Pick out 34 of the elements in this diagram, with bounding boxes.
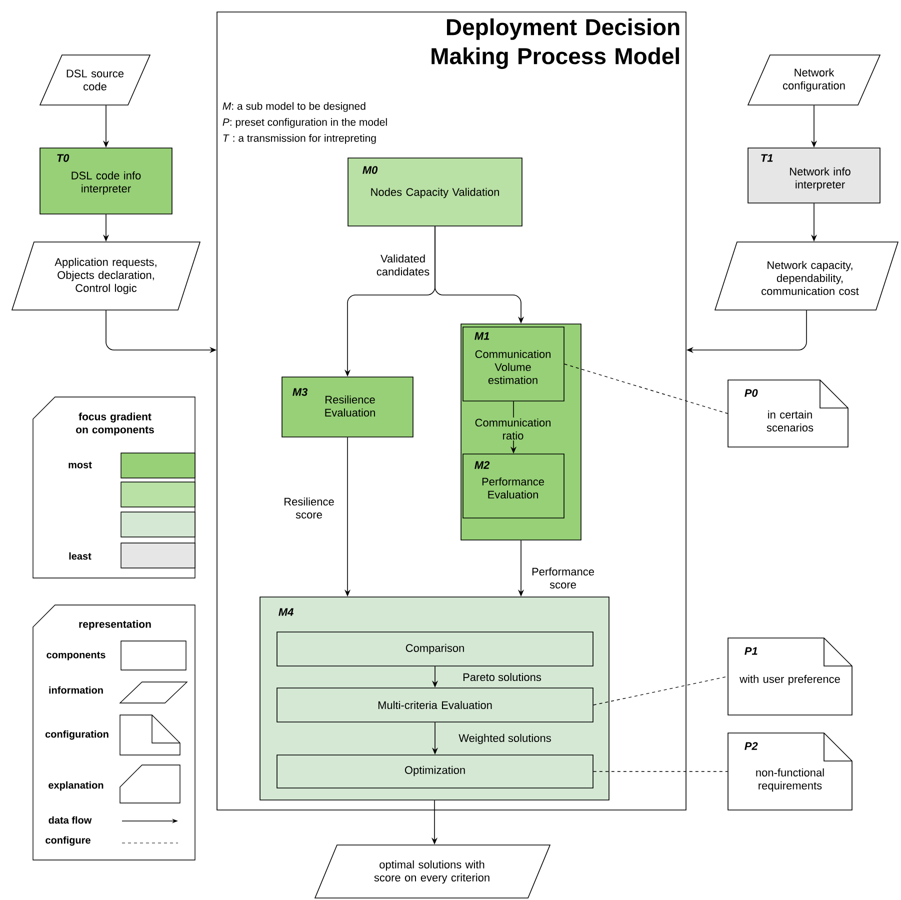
legend-text: least	[69, 552, 92, 560]
configuration-note: P2 non-functional requirements	[728, 732, 852, 810]
dashed-line	[593, 771, 728, 772]
edge-label: Pareto solutions	[463, 672, 542, 682]
legend-text: information	[49, 686, 103, 694]
model-box: M2 Performance Evaluation	[462, 454, 564, 518]
step-box: Comparison	[276, 632, 594, 666]
step-box: Multi-criteria Evaluation	[276, 688, 594, 722]
legend-text: data flow	[48, 816, 92, 824]
legend-title: representation	[79, 620, 151, 630]
legend-title: focus gradient on components	[76, 412, 154, 436]
edge-label: Communication ratio	[467, 417, 559, 441]
model-box: M3 Resilience Evaluation	[282, 376, 414, 438]
dashed-line	[593, 676, 728, 706]
model-box: M0 Nodes Capacity Validation	[348, 158, 522, 226]
legend-note: M: a sub model to be designed	[222, 102, 366, 112]
legend-text: configure	[46, 836, 90, 846]
configuration-note: P0 in certain scenarios	[728, 380, 848, 448]
model-box: M1 Communication Volume estimation	[462, 326, 564, 402]
step-box: Optimization	[276, 754, 594, 788]
legend-note: P: preset configuration in the model	[222, 118, 387, 128]
edge-label: Performance score	[532, 567, 594, 589]
edge-label: Resilience score	[284, 497, 334, 519]
interpreter-box: T1 Network info interpreter	[748, 148, 880, 204]
legend-text: components	[46, 652, 106, 660]
legend-text: most	[68, 462, 92, 468]
legend-note: T : a transmission for intrepreting	[223, 134, 376, 144]
edge-label: Weighted solutions	[458, 734, 551, 744]
configuration-note: P1 with user preference	[728, 638, 852, 716]
dashed-line	[564, 364, 728, 414]
legend-text: configuration	[45, 730, 108, 740]
interpreter-box: T0 DSL code info interpreter	[40, 148, 172, 214]
legend-text: explanation	[48, 781, 104, 791]
edge-label: Validated candidates	[376, 254, 430, 276]
